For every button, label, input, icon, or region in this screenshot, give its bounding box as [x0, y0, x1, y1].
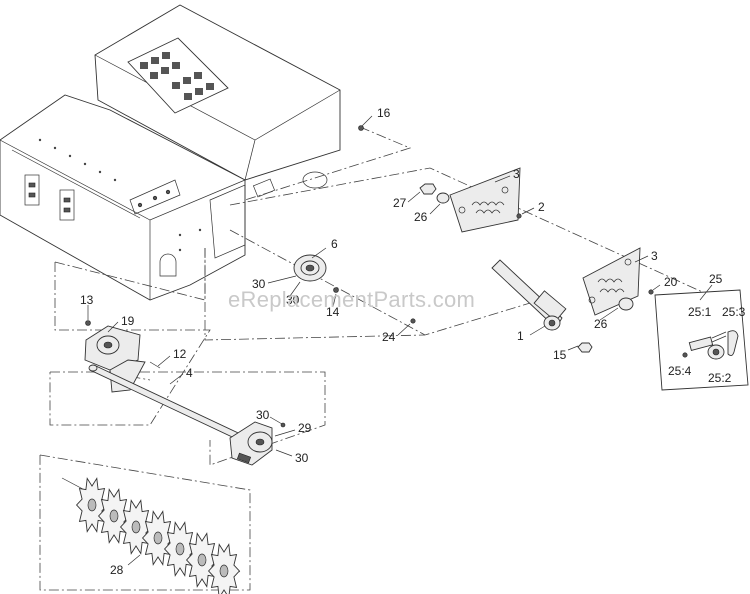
- tine-disc: [163, 521, 197, 577]
- callout-leaders: [87, 115, 713, 566]
- flange-bearing-upper: [293, 254, 327, 282]
- shaft-bearing-right: [229, 421, 273, 466]
- tine-disc: [207, 543, 241, 594]
- warning-decal: [127, 37, 229, 114]
- callout-6: 6: [331, 237, 338, 251]
- lever-arm: [491, 259, 567, 331]
- callout-30-d: 30: [295, 451, 309, 465]
- callout-26-upper: 26: [414, 210, 428, 224]
- tine-disc: [119, 499, 153, 555]
- callout-30-b: 30: [286, 293, 300, 307]
- callout-25-1: 25:1: [688, 305, 712, 319]
- watermark-text: eReplacementParts.com: [228, 287, 475, 312]
- callout-15: 15: [553, 348, 567, 362]
- callout-25-4: 25:4: [668, 364, 692, 378]
- tine-disc: [185, 532, 219, 588]
- callout-13: 13: [80, 293, 94, 307]
- callout-14: 14: [326, 305, 340, 319]
- callout-3-lower: 3: [651, 249, 658, 263]
- callout-26-lower: 26: [594, 317, 608, 331]
- tine-disc: [141, 510, 175, 566]
- callout-30-a: 30: [252, 277, 266, 291]
- callout-12: 12: [173, 347, 187, 361]
- callout-28: 28: [110, 563, 124, 577]
- tine-rotor: [61, 477, 241, 594]
- callout-30-c: 30: [256, 408, 270, 422]
- callout-25: 25: [709, 272, 723, 286]
- callout-24: 24: [382, 330, 396, 344]
- fitting-assembly-25: [654, 289, 749, 391]
- callout-25-2: 25:2: [708, 371, 732, 385]
- callout-1: 1: [517, 329, 524, 343]
- callout-labels: 16 3 27 26 2 6 30 30 14 3 20 25 25:1 25:…: [80, 106, 746, 577]
- callout-25-3: 25:3: [722, 305, 746, 319]
- callout-29: 29: [298, 421, 312, 435]
- small-hardware: [85, 125, 654, 428]
- tine-disc: [75, 477, 109, 533]
- machine-housing: [0, 4, 341, 301]
- cover-plate-upper: [449, 167, 521, 233]
- callout-2: 2: [538, 200, 545, 214]
- callout-27: 27: [393, 196, 407, 210]
- callout-16: 16: [377, 106, 391, 120]
- callout-4: 4: [186, 366, 193, 380]
- tine-disc: [97, 488, 131, 544]
- callout-20: 20: [664, 275, 678, 289]
- callout-3-upper: 3: [513, 167, 520, 181]
- callout-19: 19: [121, 314, 135, 328]
